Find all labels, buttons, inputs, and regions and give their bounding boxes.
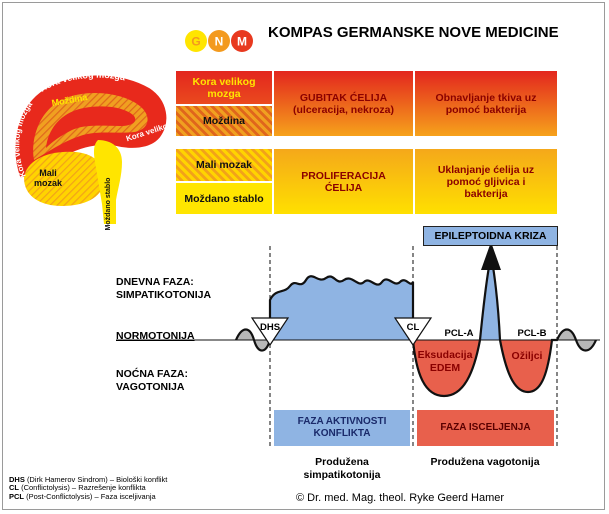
tissue-renewal-text: Obnavljanje tkiva uz pomoć bakterija xyxy=(435,91,537,116)
abbreviation-legend: DHS (Dirk Hamerov Sindrom) – Biološki ko… xyxy=(9,475,239,501)
brainstem-row-label: Moždano stablo xyxy=(184,192,264,205)
cerebellum-shape xyxy=(24,151,105,206)
gnm-logo: G N M xyxy=(185,30,253,52)
table-row2-active-cell: PROLIFERACIJA ĆELIJA xyxy=(273,148,414,215)
table-row1-label-top: Kora velikog mozga xyxy=(175,70,273,105)
dhs-triangle-icon xyxy=(250,317,290,347)
legend-cl: CL (Conflictolysis) – Razrešenje konflik… xyxy=(9,484,239,492)
epileptoid-crisis-label: EPILEPTOIDNA KRIZA xyxy=(434,230,547,242)
day-phase-label: DNEVNA FAZA: SIMPATIKOTONIJA xyxy=(116,276,212,301)
cortex-row-label: Kora velikog mozga xyxy=(192,75,256,100)
night-phase-label: NOĆNA FAZA: VAGOTONIJA xyxy=(116,368,188,393)
pcl-a-label: PCL-A xyxy=(444,328,473,339)
diagram-frame xyxy=(2,2,605,510)
table-row2-healing-cell: Uklanjanje ćelija uz pomoć gljivica i ba… xyxy=(414,148,558,215)
epileptoid-crisis-box: EPILEPTOIDNA KRIZA xyxy=(423,226,558,246)
dhs-marker-label: DHS xyxy=(260,322,280,333)
inner-cortex-shape xyxy=(46,106,136,148)
brainstem-shape xyxy=(94,140,122,224)
legend-dhs-text: (Dirk Hamerov Sindrom) – Biološki konfli… xyxy=(26,475,168,484)
brainstem-brain-label: Moždano stablo xyxy=(105,178,112,231)
prolonged-vagotonia-label: Produžena vagotonija xyxy=(430,456,540,468)
healing-fill-a xyxy=(413,340,480,396)
cell-loss-text: GUBITAK ĆELIJA (ulceracija, nekroza) xyxy=(293,91,394,116)
biphasic-curve xyxy=(234,255,493,398)
brain-illustration: Kora velikog mozga Kora velikog mozga Ko… xyxy=(12,70,173,231)
cerebellum-row-label: Mali mozak xyxy=(195,159,253,171)
normotonia-label: NORMOTONIJA xyxy=(116,330,195,342)
healing-fill-b xyxy=(500,340,552,392)
table-row2-label-bottom: Moždano stablo xyxy=(175,182,273,215)
cell-removal-text: Uklanjanje ćelija uz pomoć gljivica i ba… xyxy=(437,163,535,200)
conflict-active-phase-label: FAZA AKTIVNOSTI KONFLIKTA xyxy=(297,416,387,439)
legend-dhs-abbr: DHS xyxy=(9,475,25,484)
legend-cl-text: (Conflictolysis) – Razrešenje konflikta xyxy=(21,483,146,493)
logo-circle-m xyxy=(231,30,253,52)
cl-marker-label: CL xyxy=(407,322,420,333)
logo-letter-n: N xyxy=(215,35,224,49)
logo-letter-m: M xyxy=(237,35,247,49)
logo-circle-n xyxy=(208,30,230,52)
marrow-row-label: Moždina xyxy=(203,115,245,127)
logo-circle-g xyxy=(185,30,207,52)
cell-proliferation-text: PROLIFERACIJA ĆELIJA xyxy=(301,169,386,194)
healing-phase-box: FAZA ISCELJENJA xyxy=(417,410,554,446)
legend-pcl-abbr: PCL xyxy=(9,491,24,501)
pcl-b-label: PCL-B xyxy=(517,328,546,339)
legend-cl-abbr: CL xyxy=(9,483,19,493)
epileptoid-spike-fill xyxy=(480,250,500,340)
logo-letter-g: G xyxy=(191,35,200,49)
page-title: KOMPAS GERMANSKE NOVE MEDICINE xyxy=(268,24,559,41)
table-row2-label-top: Mali mozak xyxy=(175,148,273,182)
conflict-active-phase-box: FAZA AKTIVNOSTI KONFLIKTA xyxy=(274,410,410,446)
epileptoid-arrow-icon xyxy=(481,242,501,270)
biphasic-curve-right xyxy=(489,255,598,394)
cl-triangle-icon xyxy=(393,317,433,347)
prolonged-sympathicotonia-label: Produžena simpatikotonija xyxy=(303,456,381,481)
legend-pcl-text: (Post-Conflictolysis) – Faza isceljivanj… xyxy=(26,491,156,501)
table-row1-healing-cell: Obnavljanje tkiva uz pomoć bakterija xyxy=(414,70,558,137)
conflict-active-fill xyxy=(270,276,413,340)
table-row1-active-cell: GUBITAK ĆELIJA (ulceracija, nekroza) xyxy=(273,70,414,137)
healing-phase-label: FAZA ISCELJENJA xyxy=(440,422,531,433)
legend-pcl: PCL (Post-Conflictolysis) – Faza iscelji… xyxy=(9,491,239,501)
table-row1-label-bottom: Moždina xyxy=(175,105,273,137)
legend-dhs: DHS (Dirk Hamerov Sindrom) – Biološki ko… xyxy=(9,475,239,484)
copyright-notice: © Dr. med. Mag. theol. Ryke Geerd Hamer xyxy=(296,492,505,504)
scarring-label: Ožiljci xyxy=(512,350,543,362)
